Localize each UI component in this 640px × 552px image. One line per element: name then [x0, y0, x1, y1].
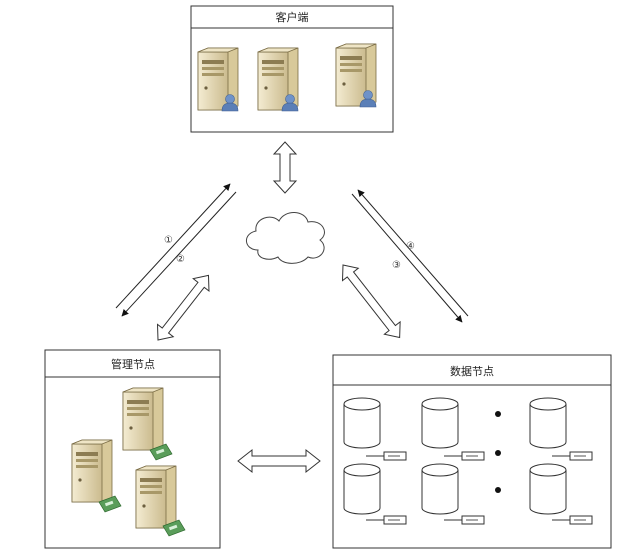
data-box-title: 数据节点 — [450, 364, 494, 378]
step3-arrow — [351, 193, 463, 323]
storage-cylinder-icon — [421, 397, 459, 449]
step1-arrow — [115, 183, 231, 309]
step4-label: ④ — [406, 241, 415, 252]
client-box-title: 客户端 — [276, 10, 309, 24]
step4-arrow — [357, 189, 469, 317]
manager-network-double-arrow — [156, 274, 210, 341]
manager-server-icon — [71, 439, 113, 503]
data-box: 数据节点 — [332, 354, 612, 549]
network-cloud-icon — [246, 212, 325, 264]
data-network-double-arrow — [341, 264, 401, 339]
storage-cylinder-icon — [421, 463, 459, 515]
ellipsis-dot — [495, 450, 501, 456]
storage-cylinder-icon — [529, 463, 567, 515]
ellipsis-dot — [495, 487, 501, 493]
manager-server-icon — [135, 465, 177, 529]
storage-cylinder-icon — [343, 463, 381, 515]
storage-cylinder-icon — [343, 397, 381, 449]
client-box: 客户端 — [190, 5, 394, 133]
step2-label: ② — [176, 254, 185, 265]
storage-cylinder-icon — [529, 397, 567, 449]
ellipsis-dot — [495, 411, 501, 417]
step3-label: ③ — [392, 260, 401, 271]
step2-arrow — [121, 191, 237, 317]
step1-label: ① — [164, 235, 173, 246]
manager-server-icon — [122, 387, 164, 451]
client-network-double-arrow — [272, 141, 298, 194]
manager-data-double-arrow — [237, 448, 321, 474]
manager-box-title: 管理节点 — [111, 357, 155, 371]
manager-box: 管理节点 — [44, 349, 221, 549]
